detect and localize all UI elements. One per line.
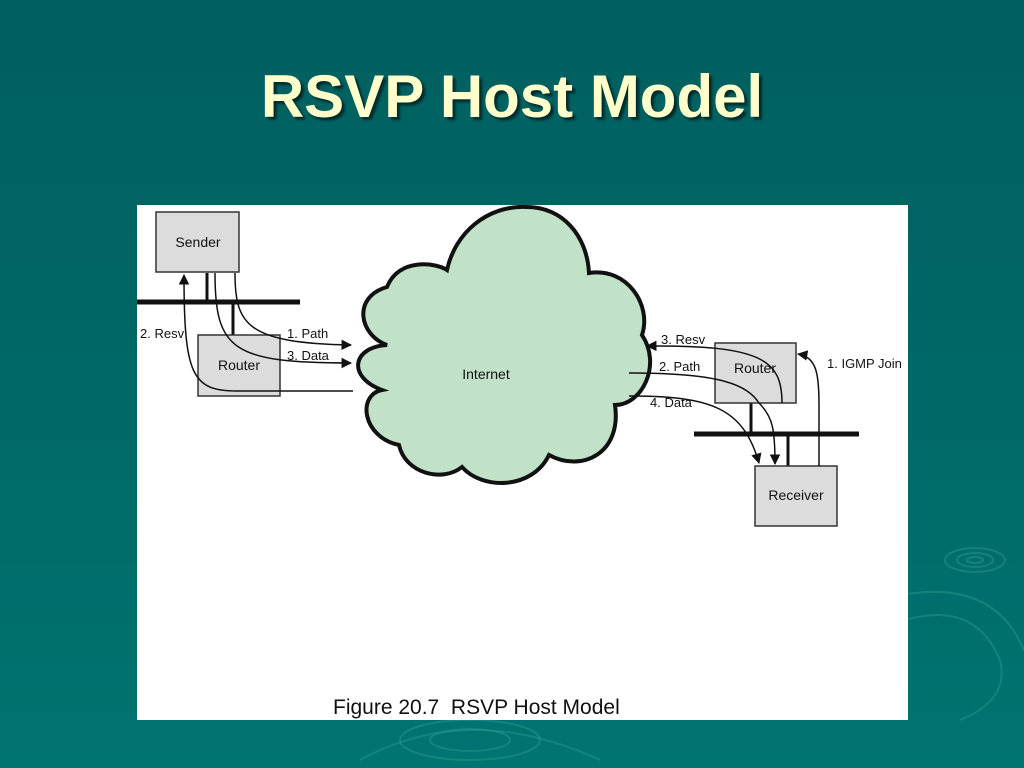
right-path-label: 2. Path xyxy=(659,359,700,374)
router-right-label: Router xyxy=(734,360,776,376)
right-resv-label: 3. Resv xyxy=(661,332,706,347)
left-data-label: 3. Data xyxy=(287,348,330,363)
igmp-join-label: 1. IGMP Join xyxy=(827,356,902,371)
router-right-node xyxy=(714,342,797,404)
left-resv-arrow xyxy=(178,273,353,392)
igmp-join-arrow xyxy=(796,350,820,466)
sender-label: Sender xyxy=(175,234,220,250)
right-data-label: 4. Data xyxy=(650,395,693,410)
left-data-arrow xyxy=(214,272,353,369)
slide-title: RSVP Host Model xyxy=(260,63,764,130)
left-resv-label: 2. Resv xyxy=(140,326,185,341)
left-path-arrow xyxy=(234,272,353,351)
rsvp-diagram: Internet Sender Router Router Receiver 1… xyxy=(137,205,902,719)
right-data-arrow xyxy=(628,395,762,465)
router-left-node xyxy=(197,334,281,397)
internet-label: Internet xyxy=(462,366,510,382)
router-left-label: Router xyxy=(218,357,260,373)
internet-cloud xyxy=(356,205,653,485)
figure-caption: Figure 20.7 RSVP Host Model xyxy=(333,696,620,719)
receiver-label: Receiver xyxy=(768,487,824,503)
left-path-label: 1. Path xyxy=(287,326,328,341)
figure-panel: Internet Sender Router Router Receiver 1… xyxy=(137,205,908,720)
right-resv-arrow xyxy=(645,340,783,404)
receiver-node xyxy=(754,465,838,527)
sender-node xyxy=(155,211,240,273)
right-path-arrow xyxy=(628,372,781,466)
